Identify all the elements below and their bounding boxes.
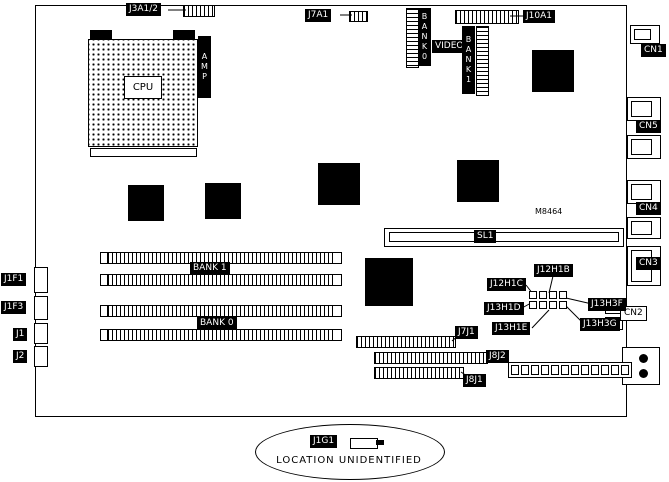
j3a12-label: J3A1/2 (126, 3, 162, 16)
cn5-port-lower (627, 135, 661, 159)
j7a1-connector (349, 11, 368, 22)
j10a1-connector (455, 10, 519, 24)
jumper-pin (559, 301, 567, 309)
jumper-pin (529, 301, 537, 309)
bank1-vertical-label: BANK1 (462, 26, 475, 94)
j1f1-connector (34, 267, 48, 293)
switch-cell (571, 365, 579, 375)
j1g1-connector-tip (376, 440, 384, 445)
j1-label: J1 (13, 328, 28, 341)
j7j1-connector (356, 336, 456, 348)
simm-slot-tab (332, 252, 342, 264)
location-callout (255, 424, 445, 480)
j3a12-connector (183, 5, 215, 17)
chip (128, 185, 164, 221)
sl1-slot-inner (389, 232, 619, 242)
switch-cell (541, 365, 549, 375)
j1f3-connector (34, 296, 48, 320)
j10a1-label: J10A1 (523, 10, 555, 23)
dip-switch-row (508, 362, 632, 378)
simm-slot-tab (332, 329, 342, 341)
jumper-pin (529, 291, 537, 299)
j2-label: J2 (13, 350, 28, 363)
chip (318, 163, 360, 205)
cn1-label: CN1 (641, 44, 666, 57)
switch-cell (551, 365, 559, 375)
cn3-label: CN3 (636, 257, 661, 270)
j1g1-label: J1G1 (310, 435, 338, 448)
audio-jack-dot (639, 369, 648, 378)
j2-connector (34, 346, 48, 367)
chip (532, 50, 574, 92)
j12h1c-label: J12H1C (487, 278, 526, 291)
sl1-label: SL1 (474, 230, 497, 243)
j1f3-label: J1F3 (1, 301, 27, 314)
cn4-port-lower (627, 217, 661, 239)
switch-cell (561, 365, 569, 375)
jumper-pin (549, 301, 557, 309)
bank0-row-label: BANK 0 (197, 317, 237, 330)
bank1-row-label: BANK 1 (190, 262, 230, 275)
chip (205, 183, 241, 219)
switch-cell (581, 365, 589, 375)
j8j1-label: J8J1 (463, 374, 486, 387)
j1f1-label: J1F1 (1, 273, 27, 286)
j13h3g-label: J13H3G (580, 318, 620, 331)
cpu-socket-clip-right (173, 30, 195, 39)
jumper-pin (539, 301, 547, 309)
m8464-label: M8464 (535, 207, 563, 216)
cpu-label: CPU (124, 76, 162, 99)
j7a1-label: J7A1 (305, 9, 332, 22)
cn4-port-upper (627, 180, 661, 204)
cpu-retention-bar (90, 148, 197, 157)
switch-cell (601, 365, 609, 375)
cn1-port (630, 25, 660, 44)
j13h1e-label: J13H1E (492, 322, 531, 335)
chip (365, 258, 413, 306)
switch-cell (521, 365, 529, 375)
simm-slot-tab (332, 274, 342, 286)
switch-cell (591, 365, 599, 375)
cn5-label: CN5 (636, 120, 661, 133)
j7j1-label: J7J1 (455, 326, 478, 339)
switch-cell (511, 365, 519, 375)
bank1-connector (476, 26, 489, 96)
bank0-vertical-label: BANK0 (418, 8, 431, 66)
video-label: VIDEO (432, 40, 467, 53)
cn2-label: CN2 (620, 306, 647, 321)
cpu-socket-clip-left (90, 30, 112, 39)
audio-jack-dot (639, 354, 648, 363)
jumper-pin (549, 291, 557, 299)
jumper-block (529, 291, 567, 309)
jumper-pin (539, 291, 547, 299)
j13h1d-label: J13H1D (484, 302, 524, 315)
cn5-port-upper (627, 97, 661, 121)
switch-cell (611, 365, 619, 375)
j13h3f-label: J13H3F (588, 298, 626, 311)
jumper-pin (559, 291, 567, 299)
switch-cell (531, 365, 539, 375)
chip (457, 160, 499, 202)
location-note: LOCATION UNIDENTIFIED (276, 455, 422, 466)
switch-cell (621, 365, 629, 375)
cn4-label: CN4 (636, 202, 661, 215)
simm-slot-tab (332, 305, 342, 317)
j8j1-connector (374, 367, 464, 379)
j8j2-label: J8J2 (486, 350, 509, 363)
j12h1b-label: J12H1B (534, 264, 573, 277)
j1-connector (34, 323, 48, 344)
amp-label: AMP (198, 36, 211, 98)
